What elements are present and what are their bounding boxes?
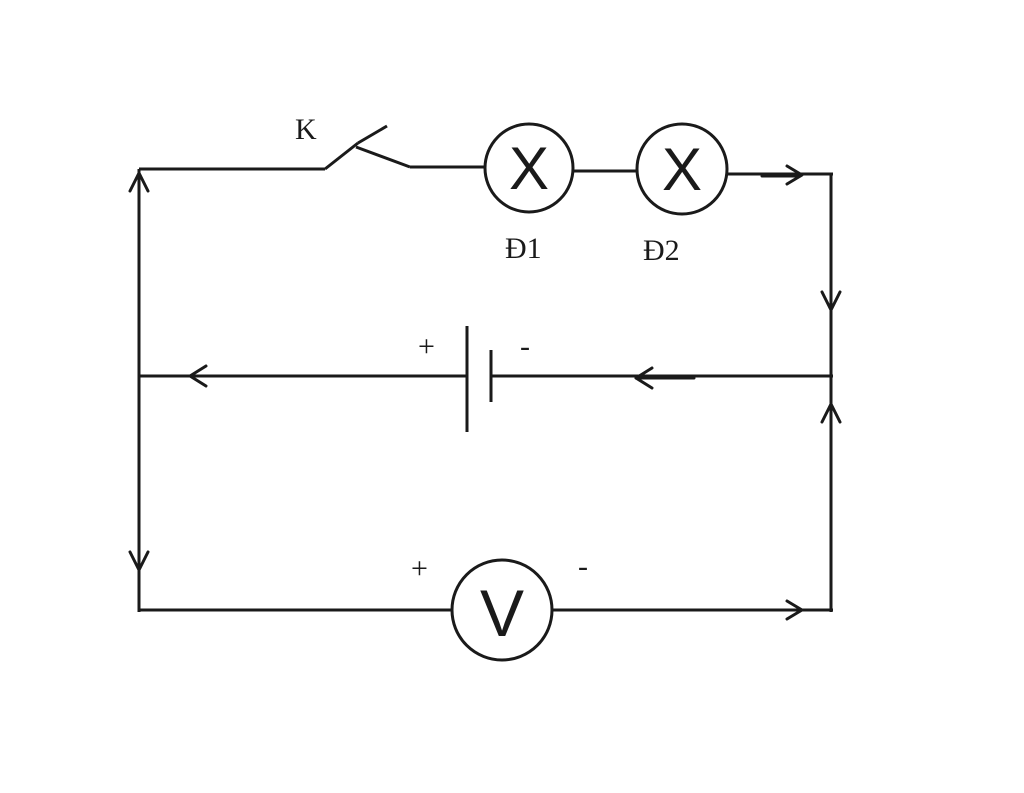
lamp-1: X Đ1 [483,122,575,265]
lamp-2-label: Đ2 [643,234,680,267]
arrow-right-up [820,402,842,424]
lamp-2-circle [635,122,729,216]
voltmeter-symbol: V [480,576,524,650]
current-arrows [128,164,842,621]
wires [137,165,833,612]
lamp-1-label: Đ1 [505,232,542,265]
arrow-right-down [820,290,842,312]
switch-k: K [295,113,411,171]
lamp-1-symbol: X [509,135,549,202]
arrow-middle-right-left [634,366,696,390]
switch-blade [324,141,359,171]
voltmeter-circle [450,558,554,662]
lamp-2-symbol: X [662,136,702,203]
voltmeter: V + - [411,550,588,662]
switch-label: K [295,113,317,146]
arrow-bottom-right [785,599,804,621]
arrow-left-up [128,171,150,193]
switch-contact [355,145,411,169]
battery-plus-label: + [418,330,435,363]
voltmeter-minus-label: - [578,550,588,583]
battery: + - [418,326,530,432]
lamp-2: X Đ2 [635,122,729,267]
battery-minus-label: - [520,330,530,363]
switch-lever [357,124,388,145]
arrow-top-right [760,164,804,186]
arrow-left-down [128,550,150,572]
voltmeter-plus-label: + [411,552,428,585]
arrow-middle-left-left [188,364,208,388]
lamp-1-circle [483,122,575,214]
